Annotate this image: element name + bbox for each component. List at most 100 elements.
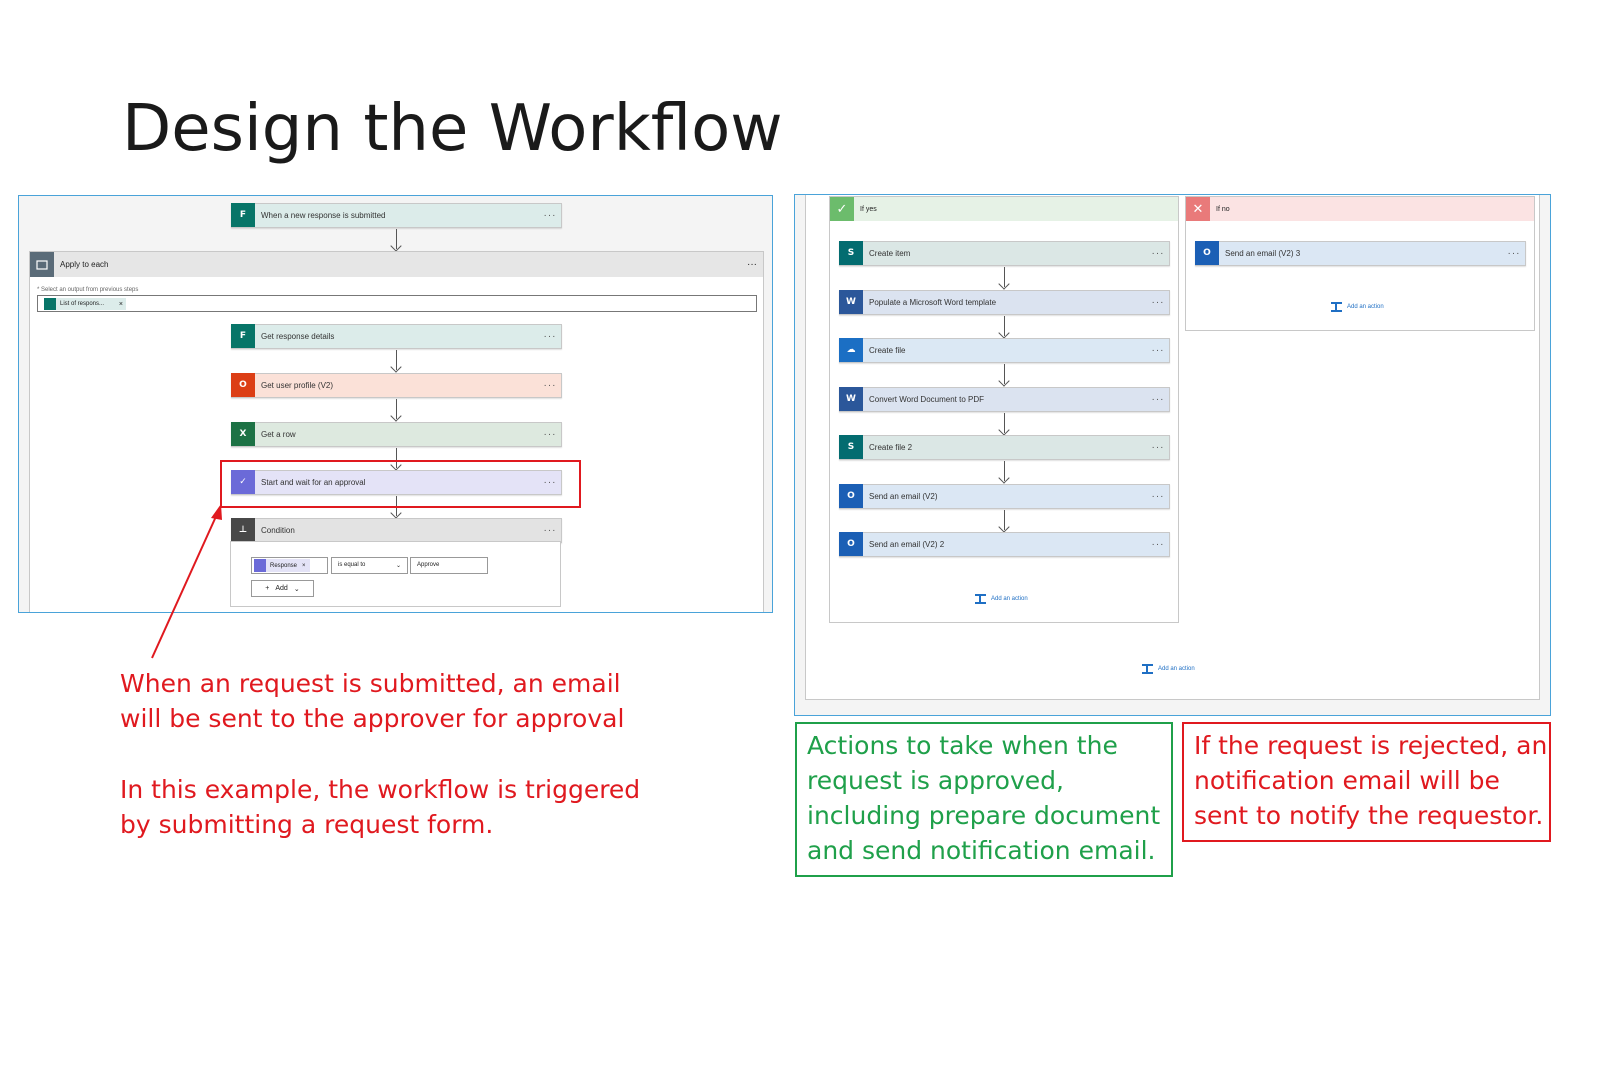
select-output-input[interactable]: List of respons... ×: [37, 295, 757, 312]
condition-body: Response × is equal to ⌄ Approve + Add ⌄: [230, 541, 561, 607]
more-icon[interactable]: ···: [543, 525, 557, 536]
select-output-label: * Select an output from previous steps: [37, 287, 139, 293]
yes-step-card[interactable]: O Send an email (V2) 2 ···: [839, 532, 1170, 557]
remove-token-icon[interactable]: ×: [302, 562, 306, 569]
if-no-label: If no: [1216, 205, 1230, 213]
more-icon[interactable]: ···: [1151, 491, 1165, 502]
output-token-label: List of respons...: [60, 301, 105, 307]
yes-step-card[interactable]: W Populate a Microsoft Word template ···: [839, 290, 1170, 315]
note-line: notification email will be: [1194, 766, 1500, 795]
add-label: Add: [275, 585, 288, 592]
step-label: Send an email (V2) 3: [1225, 249, 1301, 258]
flow-arrow: [396, 399, 397, 419]
note-line: and send notification email.: [807, 836, 1156, 865]
loop-icon: [30, 252, 54, 277]
trigger-card[interactable]: F When a new response is submitted ···: [231, 203, 562, 228]
note-line: by submitting a request form.: [120, 810, 494, 839]
close-icon: ✕: [1186, 197, 1210, 221]
yes-step-card[interactable]: S Create file 2 ···: [839, 435, 1170, 460]
more-icon[interactable]: ···: [543, 477, 557, 488]
more-icon[interactable]: ···: [1151, 539, 1165, 550]
approvals-icon: [254, 559, 266, 572]
condition-branches-frame: ✓ If yes S Create item ··· W Populate a …: [805, 195, 1540, 700]
more-icon[interactable]: ···: [1151, 345, 1165, 356]
note-line: sent to notify the requestor.: [1194, 801, 1544, 830]
yes-step-card[interactable]: O Send an email (V2) ···: [839, 484, 1170, 509]
if-no-header[interactable]: ✕ If no: [1186, 197, 1534, 221]
flow-arrow: [396, 229, 397, 249]
if-yes-label: If yes: [860, 205, 877, 213]
more-icon[interactable]: ···: [543, 331, 557, 342]
no-step-card[interactable]: O Send an email (V2) 3 ···: [1195, 241, 1526, 266]
step-label: Convert Word Document to PDF: [869, 395, 985, 404]
step-label: Get response details: [261, 332, 335, 341]
more-icon[interactable]: ···: [1151, 442, 1165, 453]
note-line: When an request is submitted, an email: [120, 669, 621, 698]
note-line: In this example, the workflow is trigger…: [120, 775, 641, 804]
more-icon[interactable]: ···: [1151, 394, 1165, 405]
add-action-icon: [1331, 302, 1342, 312]
onedrive-icon: ☁: [839, 338, 863, 362]
step-label: Populate a Microsoft Word template: [869, 298, 997, 307]
check-icon: ✓: [830, 197, 854, 221]
note-line: including prepare document: [807, 801, 1161, 830]
condition-card[interactable]: ⊥ Condition ···: [231, 518, 562, 543]
output-token[interactable]: List of respons... ×: [44, 298, 126, 310]
yes-step-card[interactable]: W Convert Word Document to PDF ···: [839, 387, 1170, 412]
more-icon[interactable]: ···: [543, 380, 557, 391]
trigger-label: When a new response is submitted: [261, 211, 386, 220]
add-action-icon: [1142, 664, 1153, 674]
more-icon[interactable]: ···: [747, 259, 757, 270]
note-line: If the request is rejected, an: [1194, 731, 1548, 760]
more-icon[interactable]: ···: [1151, 297, 1165, 308]
flow-arrow: [396, 350, 397, 370]
step-label: Get a row: [261, 430, 296, 439]
rejected-note: If the request is rejected, an notificat…: [1194, 728, 1547, 833]
if-yes-header[interactable]: ✓ If yes: [830, 197, 1178, 221]
step-label: Create file: [869, 346, 906, 355]
excel-icon: X: [231, 422, 255, 446]
approvals-icon: ✓: [231, 470, 255, 494]
step-label: Condition: [261, 526, 295, 535]
more-icon[interactable]: ···: [543, 429, 557, 440]
condition-value-input[interactable]: Approve: [410, 557, 488, 574]
more-icon[interactable]: ···: [1507, 248, 1521, 259]
get-response-card[interactable]: F Get response details ···: [231, 324, 562, 349]
outlook-icon: O: [839, 484, 863, 508]
more-icon[interactable]: ···: [543, 210, 557, 221]
get-user-profile-card[interactable]: O Get user profile (V2) ···: [231, 373, 562, 398]
flow-arrow: [1004, 461, 1005, 481]
approval-note: When an request is submitted, an email w…: [120, 666, 624, 736]
operator-value: is equal to: [338, 562, 366, 568]
add-action-button[interactable]: Add an action: [1331, 302, 1384, 312]
outlook-icon: O: [839, 532, 863, 556]
note-line: Actions to take when the: [807, 731, 1118, 760]
condition-operator-select[interactable]: is equal to ⌄: [331, 557, 408, 574]
step-label: Create file 2: [869, 443, 913, 452]
condition-left-operand[interactable]: Response ×: [251, 557, 328, 574]
yes-step-card[interactable]: ☁ Create file ···: [839, 338, 1170, 363]
forms-icon: F: [231, 203, 255, 227]
plus-icon: +: [265, 585, 270, 592]
office-icon: O: [231, 373, 255, 397]
add-action-button[interactable]: Add an action: [1142, 664, 1195, 674]
response-token[interactable]: Response ×: [254, 559, 310, 572]
approved-note-box: [795, 722, 1173, 877]
add-action-button[interactable]: Add an action: [975, 594, 1028, 604]
add-condition-button[interactable]: + Add ⌄: [251, 580, 314, 597]
apply-to-each-header[interactable]: Apply to each ···: [30, 252, 763, 277]
approval-card[interactable]: ✓ Start and wait for an approval ···: [231, 470, 562, 495]
flow-arrow: [1004, 413, 1005, 433]
chevron-down-icon: ⌄: [293, 585, 300, 593]
more-icon[interactable]: ···: [1151, 248, 1165, 259]
add-action-label: Add an action: [991, 596, 1028, 602]
add-action-icon: [975, 594, 986, 604]
yes-step-card[interactable]: S Create item ···: [839, 241, 1170, 266]
step-label: Create item: [869, 249, 911, 258]
outlook-icon: O: [1195, 241, 1219, 265]
step-label: Get user profile (V2): [261, 381, 334, 390]
note-line: request is approved,: [807, 766, 1064, 795]
remove-token-icon[interactable]: ×: [118, 300, 123, 308]
get-row-card[interactable]: X Get a row ···: [231, 422, 562, 447]
if-yes-branch: ✓ If yes S Create item ··· W Populate a …: [829, 196, 1179, 623]
